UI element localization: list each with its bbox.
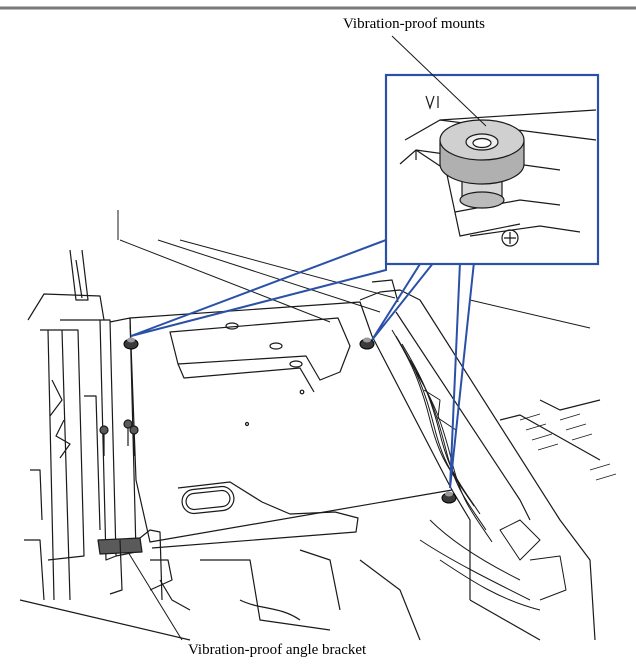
angle-bracket-assembly — [97, 529, 191, 611]
label-vibration-proof-angle-bracket: Vibration-proof angle bracket — [188, 642, 367, 658]
rail-screws — [99, 419, 139, 456]
label-vibration-proof-mounts: Vibration-proof mounts — [343, 16, 485, 32]
mount-right — [441, 491, 457, 504]
leader-line-top — [391, 35, 487, 127]
mount-detail-inset — [384, 73, 600, 266]
mount-detail-icon — [399, 95, 597, 247]
callout-pointer-left — [130, 238, 387, 337]
plate-holes — [225, 322, 305, 427]
tray-lower-contour — [151, 481, 359, 549]
callout-pointer-center — [371, 260, 437, 341]
vent-grid — [519, 413, 617, 481]
mount-left — [123, 337, 139, 350]
background-guide-lines — [117, 210, 591, 329]
mount-center — [359, 337, 375, 350]
leader-line-bottom — [127, 551, 183, 641]
chassis-bottom-edge — [19, 549, 421, 641]
right-chassis-wall — [359, 279, 601, 641]
oval-slot — [185, 489, 231, 511]
left-side-rail — [24, 249, 137, 601]
callout-pointer-right — [449, 261, 476, 489]
chassis-tray-plate — [129, 301, 453, 543]
server-chassis-drawing — [19, 210, 617, 641]
cable-harness — [391, 329, 567, 611]
tray-inner-panel — [169, 317, 351, 381]
